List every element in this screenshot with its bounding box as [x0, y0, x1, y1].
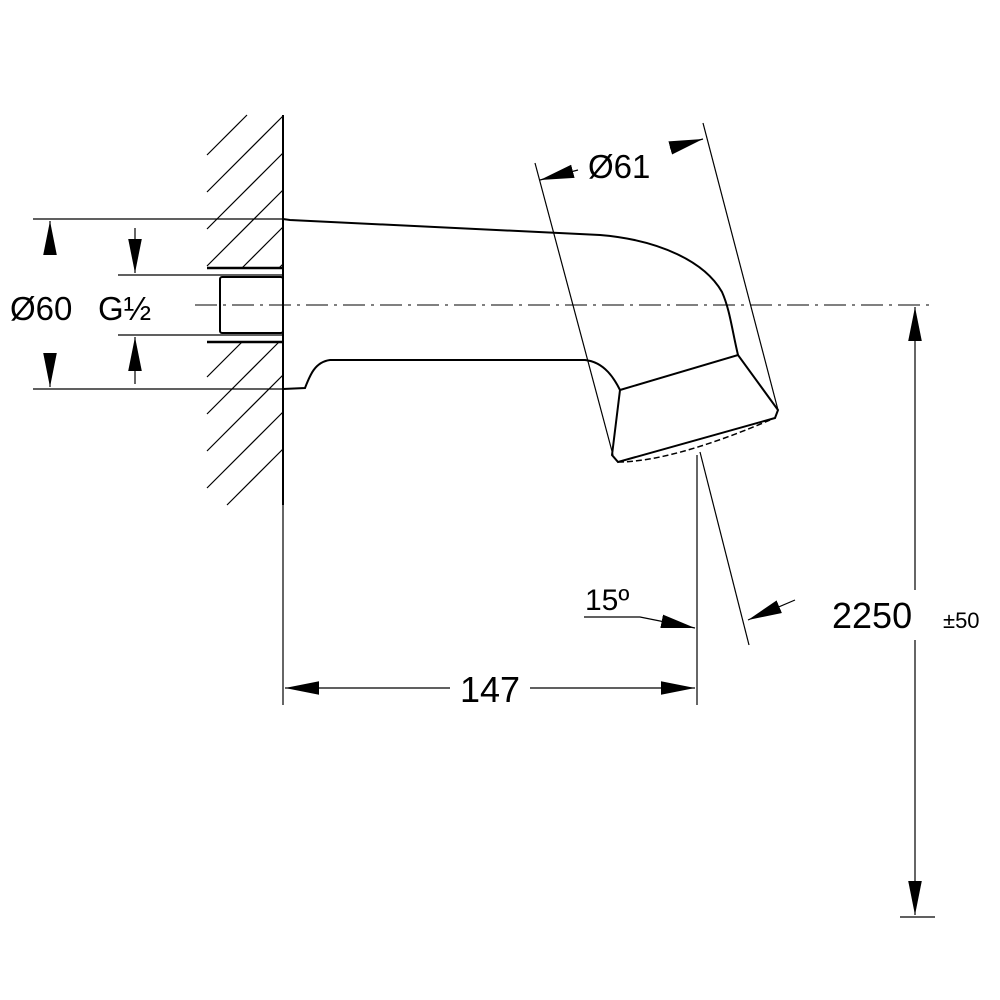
pipe-connection [207, 266, 284, 344]
hatch-line [226, 448, 284, 506]
projection-label: 147 [460, 669, 520, 710]
spout-body [282, 218, 780, 464]
hatch-line [206, 115, 284, 193]
height-label: 2250 [832, 595, 912, 636]
head-diameter-dimension [534, 122, 779, 456]
head-diameter-label: Ø61 [588, 148, 650, 185]
height-tolerance-label: ±50 [943, 608, 980, 633]
angle-label: 15º [585, 584, 629, 617]
hatch-line [206, 152, 284, 230]
angle-dimension [584, 451, 796, 705]
hatch-line [206, 341, 280, 415]
height-dimension [900, 307, 935, 918]
inlet-dimensions [33, 218, 283, 390]
hatch-line [206, 341, 243, 378]
outer-diameter-label: Ø60 [10, 290, 72, 327]
projection-dimension [282, 505, 695, 705]
hatch-line [206, 114, 248, 156]
hatch-line [206, 411, 284, 489]
hatch-line [206, 189, 284, 267]
thread-label: G½ [98, 290, 151, 327]
hatch-line [206, 374, 284, 452]
hatch-line [241, 226, 284, 269]
